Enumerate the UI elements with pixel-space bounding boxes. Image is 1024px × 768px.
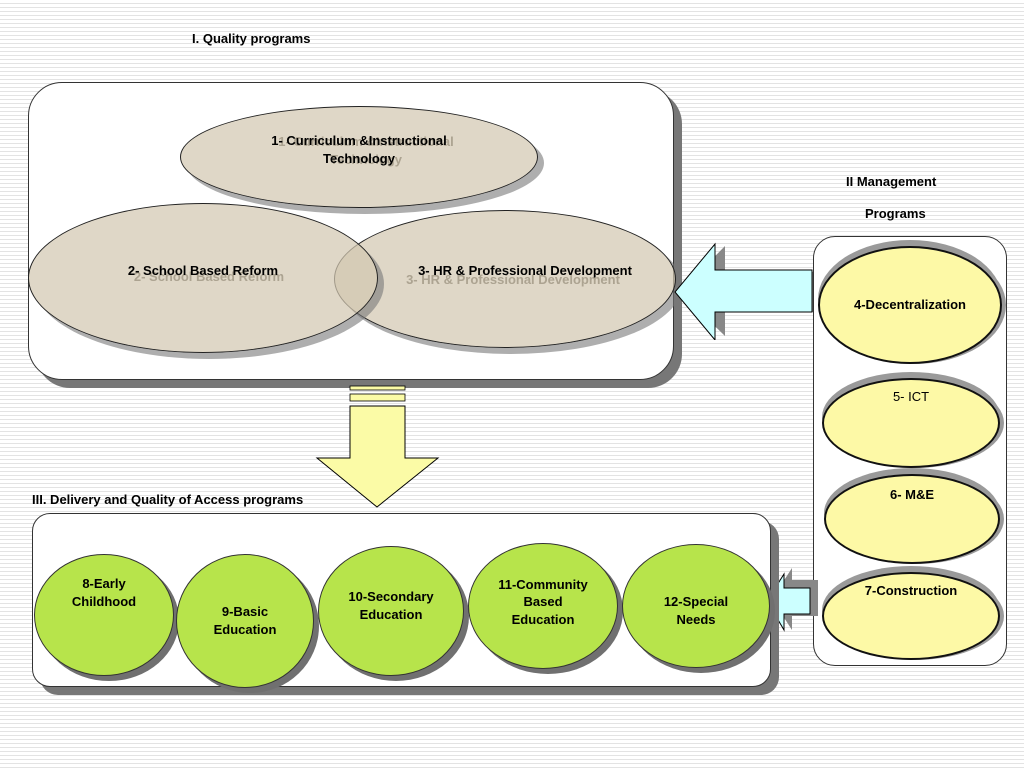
school-reform-shadow-label: 2- School Based Reform bbox=[133, 269, 285, 284]
secondary-education-label: 10-Secondary Education bbox=[348, 589, 434, 622]
basic-education-ellipse: 9-Basic Education bbox=[176, 554, 314, 688]
basic-education-label: 9-Basic Education bbox=[213, 604, 277, 637]
school-reform-label: 2- School Based Reform bbox=[127, 263, 279, 279]
quality-programs-title: I. Quality programs bbox=[192, 31, 311, 46]
ict-ellipse: 5- ICT bbox=[822, 378, 1000, 468]
community-education-ellipse: 11-Community Based Education bbox=[468, 543, 618, 669]
hr-development-label: 3- HR & Professional Development bbox=[418, 263, 632, 279]
school-reform-ellipse: 2- School Based Reform 2- School Based R… bbox=[28, 203, 378, 353]
me-ellipse: 6- M&E bbox=[824, 474, 1000, 564]
community-education-label: 11-Community Based Education bbox=[498, 576, 588, 627]
delivery-programs-title: III. Delivery and Quality of Access prog… bbox=[32, 492, 304, 507]
secondary-education-ellipse: 10-Secondary Education bbox=[318, 546, 464, 676]
quality-to-delivery-arrow bbox=[315, 385, 440, 508]
curriculum-shadow-label: 1- Curriculum &Instructional Technology bbox=[278, 134, 454, 167]
management-programs-title-line2: Programs bbox=[865, 206, 926, 221]
hr-development-ellipse: 3- HR & Professional Development 3- HR &… bbox=[334, 210, 676, 348]
construction-label: 7-Construction bbox=[864, 583, 958, 598]
special-needs-label: 12-Special Needs bbox=[663, 594, 729, 627]
curriculum-label: 1- Curriculum &Instructional Technology bbox=[271, 133, 447, 166]
curriculum-ellipse: 1- Curriculum &Instructional Technology … bbox=[180, 106, 538, 208]
early-childhood-label: 8-Early Childhood bbox=[71, 576, 137, 609]
me-label: 6- M&E bbox=[889, 487, 935, 502]
management-to-quality-arrow bbox=[674, 242, 816, 340]
early-childhood-ellipse: 8-Early Childhood bbox=[34, 554, 174, 676]
special-needs-ellipse: 12-Special Needs bbox=[622, 544, 770, 668]
decentralization-label: 4-Decentralization bbox=[854, 297, 966, 313]
management-programs-title-line1: II Management bbox=[846, 174, 937, 189]
ict-label: 5- ICT bbox=[892, 389, 930, 404]
hr-development-shadow-label: 3- HR & Professional Development bbox=[406, 272, 620, 287]
decentralization-ellipse: 4-Decentralization bbox=[818, 246, 1002, 364]
management-to-delivery-arrow bbox=[766, 568, 818, 632]
construction-ellipse: 7-Construction bbox=[822, 572, 1000, 660]
